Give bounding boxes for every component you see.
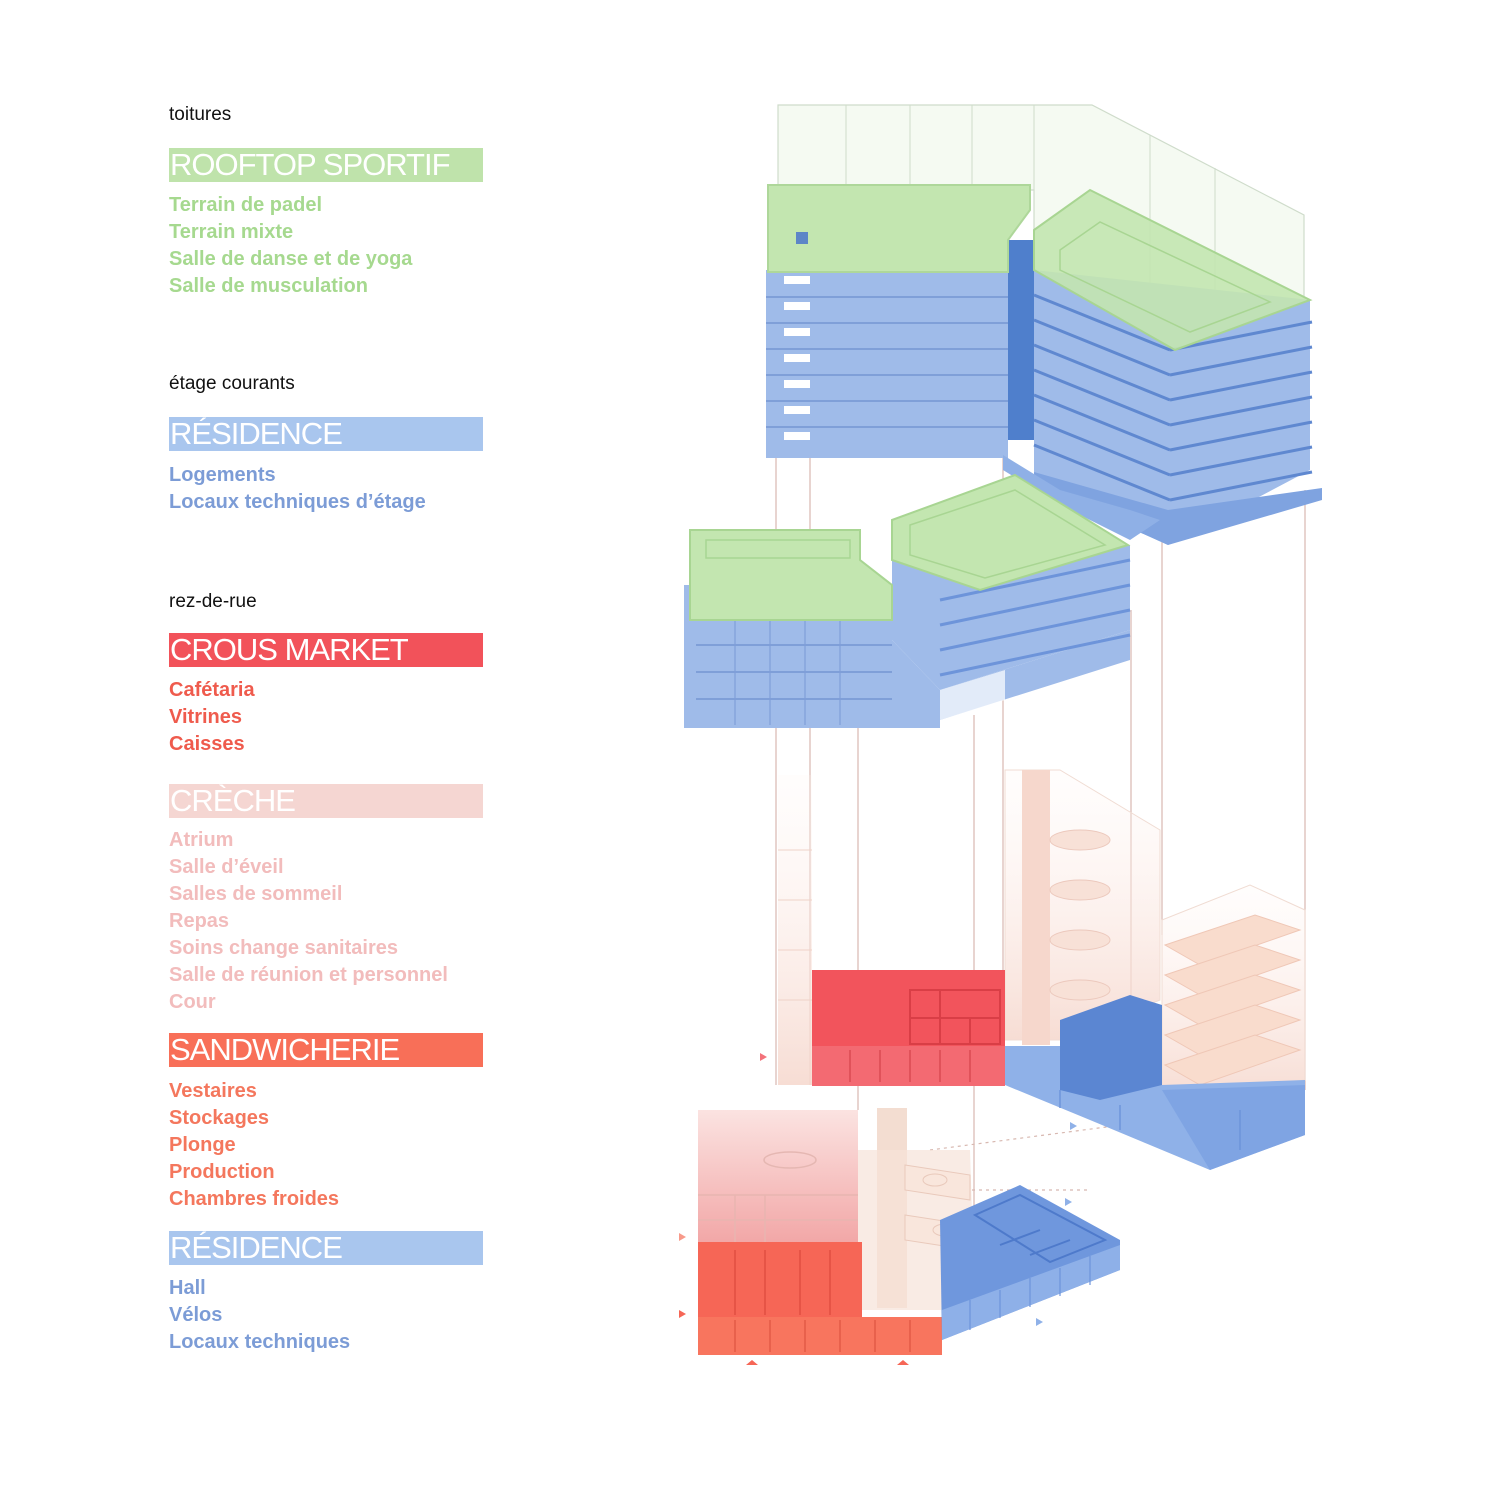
group-bar-residence-rdc: RÉSIDENCE bbox=[169, 1231, 483, 1265]
list-item: Terrain de padel bbox=[169, 194, 323, 216]
group-title: CRÈCHE bbox=[170, 783, 296, 818]
list-item: Production bbox=[169, 1161, 275, 1183]
list-item: Soins change sanitaires bbox=[169, 937, 398, 959]
section-label-toitures: toitures bbox=[169, 104, 232, 125]
group-title: CROUS MARKET bbox=[170, 632, 409, 667]
group-bar-crous-market: CROUS MARKET bbox=[169, 633, 483, 667]
list-item: Terrain mixte bbox=[169, 221, 294, 243]
group-title: SANDWICHERIE bbox=[170, 1032, 400, 1067]
group-items-creche: Atrium Salle d’éveil Salles de sommeil R… bbox=[169, 827, 448, 1016]
middle-block bbox=[684, 473, 1131, 728]
list-item: Salle de réunion et personnel bbox=[169, 964, 448, 986]
list-item: Plonge bbox=[169, 1134, 236, 1156]
entrance-markers bbox=[679, 1053, 1077, 1365]
group-bar-rooftop-sportif: ROOFTOP SPORTIF bbox=[169, 148, 483, 182]
list-item: Caisses bbox=[169, 733, 245, 755]
list-item: Cafétaria bbox=[169, 679, 255, 701]
list-item: Vitrines bbox=[169, 706, 242, 728]
section-label-etage-courants: étage courants bbox=[169, 373, 295, 394]
group-items-residence: Logements Locaux techniques d’étage bbox=[169, 462, 426, 516]
list-item: Logements bbox=[169, 464, 276, 486]
list-item: Cour bbox=[169, 991, 216, 1013]
list-item: Vélos bbox=[169, 1304, 223, 1326]
group-items-sandwicherie: Vestaires Stockages Plonge Production Ch… bbox=[169, 1078, 339, 1213]
list-item: Salles de sommeil bbox=[169, 883, 343, 905]
ground-level-block bbox=[698, 1108, 1120, 1355]
upper-tower bbox=[766, 104, 1322, 545]
section-label-rez-de-rue: rez-de-rue bbox=[169, 591, 257, 612]
list-item: Salle de musculation bbox=[169, 275, 368, 297]
group-title: ROOFTOP SPORTIF bbox=[170, 147, 451, 182]
list-item: Atrium bbox=[169, 829, 234, 851]
group-title: RÉSIDENCE bbox=[170, 1230, 343, 1265]
list-item: Locaux techniques d’étage bbox=[169, 491, 426, 513]
list-item: Hall bbox=[169, 1277, 206, 1299]
list-item: Salle de danse et de yoga bbox=[169, 248, 413, 270]
list-item: Salle d’éveil bbox=[169, 856, 284, 878]
group-bar-creche: CRÈCHE bbox=[169, 784, 483, 818]
list-item: Stockages bbox=[169, 1107, 270, 1129]
rez-de-rue-block bbox=[778, 769, 1306, 1170]
list-item: Repas bbox=[169, 910, 230, 932]
group-items-rooftop: Terrain de padel Terrain mixte Salle de … bbox=[169, 192, 412, 300]
group-bar-sandwicherie: SANDWICHERIE bbox=[169, 1033, 483, 1067]
group-title: RÉSIDENCE bbox=[170, 416, 343, 451]
group-bar-residence: RÉSIDENCE bbox=[169, 417, 483, 451]
group-items-crous-market: Cafétaria Vitrines Caisses bbox=[169, 677, 255, 758]
group-items-residence-rdc: Hall Vélos Locaux techniques bbox=[169, 1275, 350, 1356]
list-item: Locaux techniques bbox=[169, 1331, 351, 1353]
list-item: Vestaires bbox=[169, 1080, 257, 1102]
list-item: Chambres froides bbox=[169, 1188, 340, 1210]
